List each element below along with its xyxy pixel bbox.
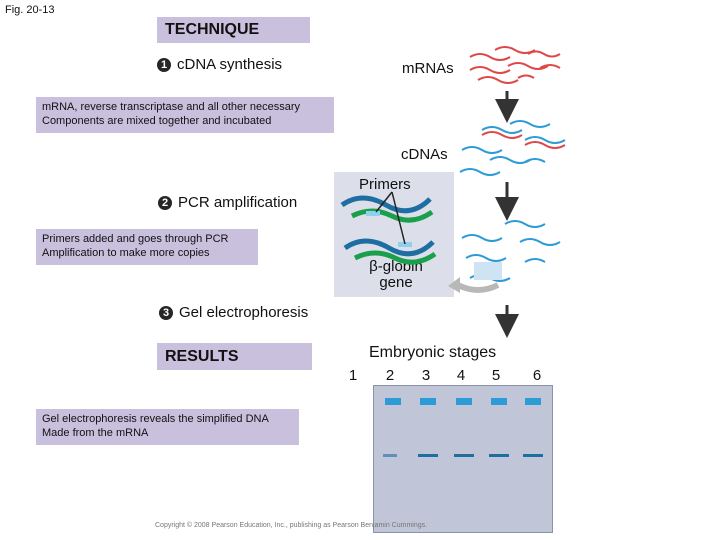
gel xyxy=(373,385,553,533)
mrna-strands xyxy=(469,46,561,84)
step-2-note: Primers added and goes through PCR Ampli… xyxy=(36,229,258,265)
stage-number: 5 xyxy=(491,367,501,384)
cdna-strand xyxy=(481,131,523,139)
gel-band xyxy=(418,454,438,457)
template-strand xyxy=(343,238,435,257)
step-2: 2 PCR amplification xyxy=(158,194,297,211)
stage-number: 4 xyxy=(456,367,466,384)
primer xyxy=(366,211,380,216)
mrna-strand xyxy=(469,53,511,61)
technique-title: TECHNIQUE xyxy=(165,21,260,38)
step-2-number: 2 xyxy=(158,195,172,210)
template-strand-complement xyxy=(350,208,434,223)
results-title: RESULTS xyxy=(165,347,239,365)
gel-well xyxy=(385,398,401,405)
gel-well xyxy=(420,398,436,405)
beta-globin-line-2: gene xyxy=(379,274,413,291)
step-1: 1 cDNA synthesis xyxy=(157,56,282,73)
results-header: RESULTS xyxy=(157,343,312,370)
step-1-note-line-1: mRNA, reverse transcriptase and all othe… xyxy=(42,101,300,113)
mrna-strand xyxy=(494,46,536,54)
mrna-strand xyxy=(517,74,535,79)
cdnas-label: cDNAs xyxy=(401,146,448,163)
beta-globin-label: β-globin gene xyxy=(360,259,432,291)
primer-pointer-line xyxy=(375,191,393,213)
stage-number: 2 xyxy=(385,367,395,384)
template-strand-complement xyxy=(353,250,437,265)
results-note-line-2: Made from the mRNA xyxy=(42,427,149,439)
gel-well xyxy=(456,398,472,405)
step-3-number: 3 xyxy=(159,305,173,320)
amplified-copy xyxy=(524,258,546,263)
template-strand xyxy=(340,195,432,214)
step-1-label: cDNA synthesis xyxy=(177,56,283,73)
step-3-label: Gel electrophoresis xyxy=(179,304,309,321)
gel-band xyxy=(523,454,543,457)
copyright-text: Copyright © 2008 Pearson Education, Inc.… xyxy=(155,522,428,529)
cdna-strand xyxy=(524,141,566,149)
primer-pointer-line xyxy=(391,191,406,245)
amplified-copy xyxy=(519,238,561,246)
curved-arrow xyxy=(456,282,500,293)
mrna-strand xyxy=(507,62,549,70)
cdna-strands xyxy=(459,120,566,176)
mrna-strand xyxy=(477,76,519,84)
mrna-strand xyxy=(539,64,561,69)
cdna-strand xyxy=(481,126,523,134)
step-1-note: mRNA, reverse transcriptase and all othe… xyxy=(36,97,334,133)
gel-well xyxy=(525,398,541,405)
amplified-copy xyxy=(465,254,507,262)
highlighted-copy-box xyxy=(474,262,502,280)
mrnas-label: mRNAs xyxy=(402,60,454,77)
step-3: 3 Gel electrophoresis xyxy=(159,304,308,321)
primer xyxy=(398,242,412,247)
mrna-strand xyxy=(527,50,561,58)
stage-number: 1 xyxy=(348,367,358,384)
cdna-strand xyxy=(461,146,503,154)
primers-label: Primers xyxy=(359,176,411,193)
pcr-strands xyxy=(340,195,437,265)
curved-arrow-head xyxy=(448,277,460,293)
mrna-strand xyxy=(469,66,511,74)
amplified-copy xyxy=(504,220,546,228)
step-2-label: PCR amplification xyxy=(178,194,298,211)
results-note: Gel electrophoresis reveals the simplifi… xyxy=(36,409,299,445)
gel-band xyxy=(454,454,474,457)
stage-number: 6 xyxy=(532,367,542,384)
primer-pointers xyxy=(375,191,406,245)
gel-band xyxy=(489,454,509,457)
stage-number: 3 xyxy=(421,367,431,384)
cdna-strand xyxy=(459,168,501,176)
step-2-note-line-2: Amplification to make more copies xyxy=(42,247,210,259)
step-1-note-line-2: Components are mixed together and incuba… xyxy=(42,115,272,127)
cdna-strand xyxy=(524,136,566,144)
cdna-strand xyxy=(524,158,546,163)
gel-well xyxy=(491,398,507,405)
pcr-panel xyxy=(334,172,454,297)
technique-header: TECHNIQUE xyxy=(157,17,310,43)
figure-label: Fig. 20-13 xyxy=(5,4,55,16)
step-2-note-line-1: Primers added and goes through PCR xyxy=(42,233,229,245)
stage-numbers: 1 2 3 4 5 6 xyxy=(343,367,553,387)
cdna-strand xyxy=(509,120,551,128)
gel-band xyxy=(383,454,397,457)
cdna-strand xyxy=(489,156,531,164)
embryonic-stages-label: Embryonic stages xyxy=(369,344,497,361)
step-1-number: 1 xyxy=(157,57,171,72)
results-note-line-1: Gel electrophoresis reveals the simplifi… xyxy=(42,413,269,425)
amplified-copy xyxy=(461,234,503,242)
